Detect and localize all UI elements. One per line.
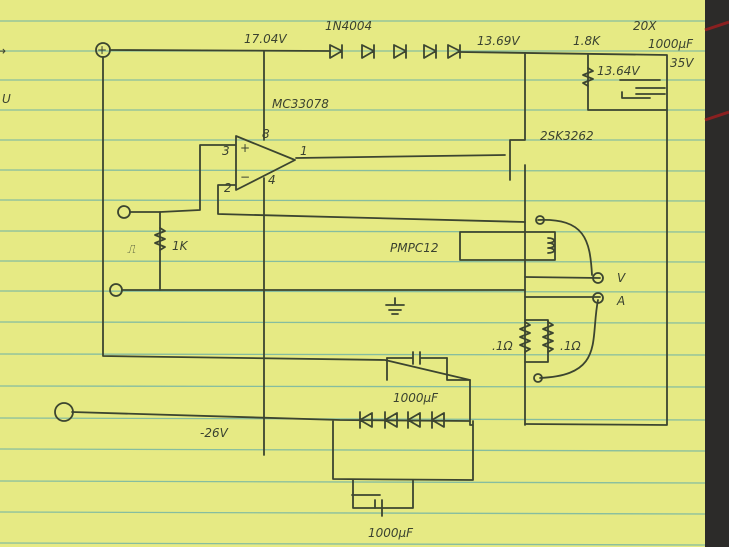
- cap-value-label: 1000µF: [648, 37, 694, 51]
- svg-text:−: −: [240, 170, 250, 184]
- shunt-1-label: .1Ω: [492, 339, 513, 353]
- capacitor-icons: [351, 87, 666, 517]
- voltage-after-diodes-label: 13.69V: [477, 34, 520, 48]
- opamp-icon: +−: [235, 135, 296, 191]
- red-cable: [704, 20, 729, 122]
- jacks: [54, 205, 604, 422]
- pin-2-label: 2: [224, 181, 232, 195]
- resistor-1k-label: 1K: [172, 239, 189, 253]
- edge-u-label: U: [2, 92, 11, 106]
- voltage-across-label: 13.64V: [597, 64, 640, 78]
- pin-1-label: 1: [300, 144, 308, 158]
- pin-3-label: 3: [222, 144, 230, 158]
- resistor-1k8-label: 1.8K: [573, 34, 601, 48]
- output-v-label: V: [617, 271, 626, 285]
- resistor-icons: [154, 67, 594, 353]
- note-20x-label: 20X: [633, 19, 657, 33]
- cap-voltage-label: 35V: [670, 56, 694, 70]
- wires: [71, 42, 668, 509]
- desk-edge: [705, 0, 729, 547]
- negative-voltage-label: -26V: [200, 426, 229, 440]
- lower-diodes-icon: [359, 411, 445, 429]
- labels: → U + 17.04V 1N4004 13.69V 1.8K 13.64V 2…: [0, 19, 694, 540]
- pin-4-label: 4: [268, 173, 276, 187]
- pulse-symbol-label: ⎍: [127, 242, 136, 256]
- cap-mid-label: 1000µF: [393, 391, 439, 405]
- plus-terminal-label: +: [97, 43, 107, 57]
- supply-voltage-label: 17.04V: [244, 32, 287, 46]
- arrow-label: →: [0, 44, 6, 58]
- output-a-label: A: [616, 294, 625, 308]
- cap-bottom-label: 1000µF: [368, 526, 414, 540]
- opamp-part-label: MC33078: [272, 97, 329, 111]
- diode-chain-icon: [329, 44, 461, 59]
- ruled-lines: [0, 20, 706, 546]
- diode-part-label: 1N4004: [325, 19, 372, 33]
- svg-text:+: +: [240, 141, 250, 155]
- ground-icon: [385, 297, 405, 315]
- pin-8-label: 8: [262, 127, 270, 141]
- shunt-2-label: .1Ω: [560, 339, 581, 353]
- relay-part-label: PMPC12: [390, 241, 438, 255]
- mosfet-part-label: 2SK3262: [540, 129, 594, 143]
